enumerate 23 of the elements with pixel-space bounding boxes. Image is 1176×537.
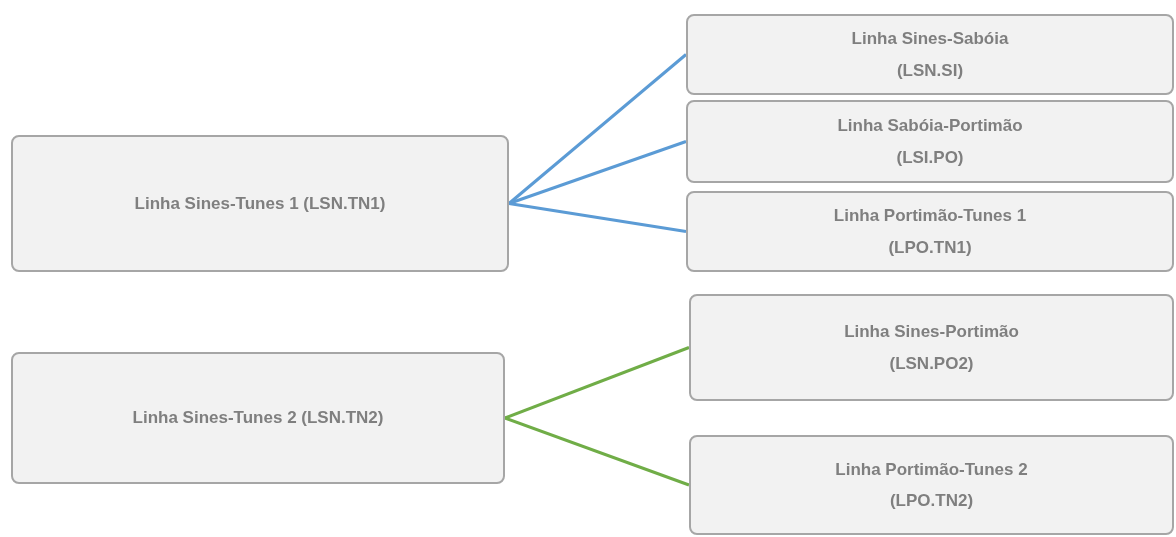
process-box — [686, 14, 1174, 95]
connector-line — [508, 202, 687, 233]
box-label: Linha Portimão-Tunes 2 — [835, 458, 1028, 480]
connector-line — [504, 346, 690, 420]
box-label: Linha Sines-Tunes 2 (LSN.TN2) — [132, 407, 384, 429]
connector-line — [504, 416, 690, 487]
box-label: Linha Portimão-Tunes 1 — [833, 205, 1027, 227]
process-box — [689, 435, 1174, 535]
box-label: (LSN.PO2) — [889, 352, 974, 374]
box-label: Linha Sabóia-Portimão — [837, 115, 1023, 137]
box-label: (LSI.PO) — [896, 146, 964, 168]
process-box — [11, 352, 505, 484]
process-box — [689, 294, 1174, 401]
process-box — [686, 100, 1174, 183]
box-label: (LPO.TN2) — [889, 490, 974, 512]
process-box — [686, 191, 1174, 272]
process-box — [11, 135, 509, 272]
connector-line — [508, 53, 687, 205]
box-label: Linha Sines-Portimão — [844, 321, 1019, 343]
box-label: Linha Sines-Tunes 1 (LSN.TN1) — [134, 192, 386, 215]
box-label: (LPO.TN1) — [888, 236, 972, 258]
box-label: Linha Sines-Sabóia — [851, 28, 1009, 50]
box-label: (LSN.SI) — [896, 59, 964, 81]
